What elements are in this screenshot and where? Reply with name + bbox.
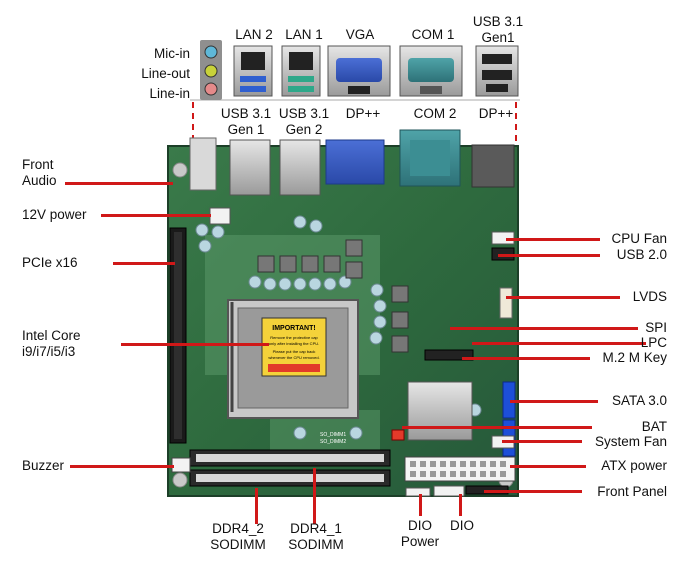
label-ddr4-2-line2: SODIMM — [210, 537, 266, 552]
cpu-socket: IMPORTANT! Remove the protective cap onl… — [227, 299, 359, 419]
label-front-panel: Front Panel — [597, 484, 667, 499]
dio-header — [433, 485, 465, 497]
chipset-heatsink — [407, 381, 473, 441]
slot-label-1: SO_DIMM1 — [320, 432, 346, 438]
pcie-slot — [169, 227, 187, 444]
battery — [391, 429, 405, 441]
label-lvds: LVDS — [632, 289, 667, 304]
buzzer — [171, 457, 191, 473]
usb31-gen1-top-port — [475, 45, 519, 97]
lvds-connector — [499, 287, 513, 319]
socket-note-4: whenever the CPU removed. — [268, 355, 319, 360]
label-dio-power-line1: DIO — [407, 518, 432, 533]
label-ddr4-1-line1: DDR4_1 — [290, 521, 342, 536]
slot-label-2: SO_DIMM2 — [320, 439, 346, 445]
label-usb31-gen1-top-line1: USB 3.1 — [472, 14, 524, 29]
capacitors — [195, 215, 482, 440]
label-m2: M.2 M Key — [602, 350, 667, 365]
label-spi: SPI — [645, 320, 667, 335]
label-usb20: USB 2.0 — [616, 247, 667, 262]
label-dio-power-line2: Power — [400, 534, 440, 549]
label-com1: COM 1 — [411, 27, 455, 42]
label-usb31-gen1-line1: USB 3.1 — [220, 106, 272, 121]
socket-note-2: only after installing the CPU. — [269, 341, 319, 346]
label-12v-power: 12V power — [22, 207, 87, 222]
chokes — [257, 239, 409, 353]
label-intel-core: Intel Core i9/i7/i5/i3 — [22, 328, 81, 360]
label-ddr4-2-line1: DDR4_2 — [212, 521, 264, 536]
board-rear-connectors — [189, 129, 515, 196]
label-line-out: Line-out — [141, 66, 190, 81]
label-pcie-x16: PCIe x16 — [22, 255, 78, 270]
m2-slot — [424, 349, 474, 361]
label-bat: BAT — [641, 419, 667, 434]
lan1-port — [281, 45, 321, 97]
label-usb31-gen2: USB 3.1 Gen 2 — [274, 106, 334, 138]
socket-note-1: Remove the protective cap — [270, 335, 318, 340]
label-lan1: LAN 1 — [285, 27, 323, 42]
label-dio: DIO — [449, 518, 474, 533]
label-sata: SATA 3.0 — [611, 393, 667, 408]
socket-note-3: Please put the cap back — [273, 349, 316, 354]
io-panel — [190, 30, 520, 101]
label-intel-core-line2: i9/i7/i5/i3 — [22, 344, 76, 359]
label-front-audio-line1: Front — [22, 157, 54, 172]
label-dp-left: DP++ — [345, 106, 381, 121]
label-usb31-gen1: USB 3.1 Gen 1 — [216, 106, 276, 138]
label-ddr4-1-line2: SODIMM — [288, 537, 344, 552]
label-dp-right: DP++ — [478, 106, 514, 121]
audio-jacks — [200, 40, 222, 100]
label-system-fan: System Fan — [594, 434, 667, 449]
label-usb31-gen1-top: USB 3.1 Gen1 — [468, 14, 528, 46]
label-mic-in: Mic-in — [154, 46, 190, 61]
label-front-audio: Front Audio — [22, 157, 57, 189]
label-atx-power: ATX power — [601, 458, 667, 473]
leader-lines — [65, 182, 646, 524]
dio-power-header — [405, 487, 431, 497]
atx-power-connector — [404, 456, 516, 482]
label-cpu-fan: CPU Fan — [611, 231, 667, 246]
label-com2: COM 2 — [413, 106, 457, 121]
label-lpc: LPC — [640, 335, 667, 350]
label-usb31-gen2-line1: USB 3.1 — [278, 106, 330, 121]
power-12v-connector — [209, 207, 231, 225]
vga-port — [327, 45, 391, 97]
label-usb31-gen2-line2: Gen 2 — [285, 122, 323, 137]
label-usb31-gen1-line2: Gen 1 — [227, 122, 265, 137]
socket-important-text: IMPORTANT! — [272, 325, 315, 332]
lan2-port — [233, 45, 273, 97]
label-ddr4-1: DDR4_1 SODIMM — [280, 521, 352, 553]
label-intel-core-line1: Intel Core — [22, 328, 81, 343]
label-dio-power: DIO Power — [392, 518, 448, 550]
label-vga: VGA — [345, 27, 375, 42]
label-ddr4-2: DDR4_2 SODIMM — [202, 521, 274, 553]
label-front-audio-line2: Audio — [22, 173, 57, 188]
label-buzzer: Buzzer — [22, 458, 65, 473]
label-lan2: LAN 2 — [235, 27, 273, 42]
sodimm-slots: SO_DIMM1 SO_DIMM2 — [189, 432, 391, 487]
label-line-in: Line-in — [149, 86, 190, 101]
com1-port — [399, 45, 463, 97]
label-usb31-gen1-top-line2: Gen1 — [481, 30, 515, 45]
